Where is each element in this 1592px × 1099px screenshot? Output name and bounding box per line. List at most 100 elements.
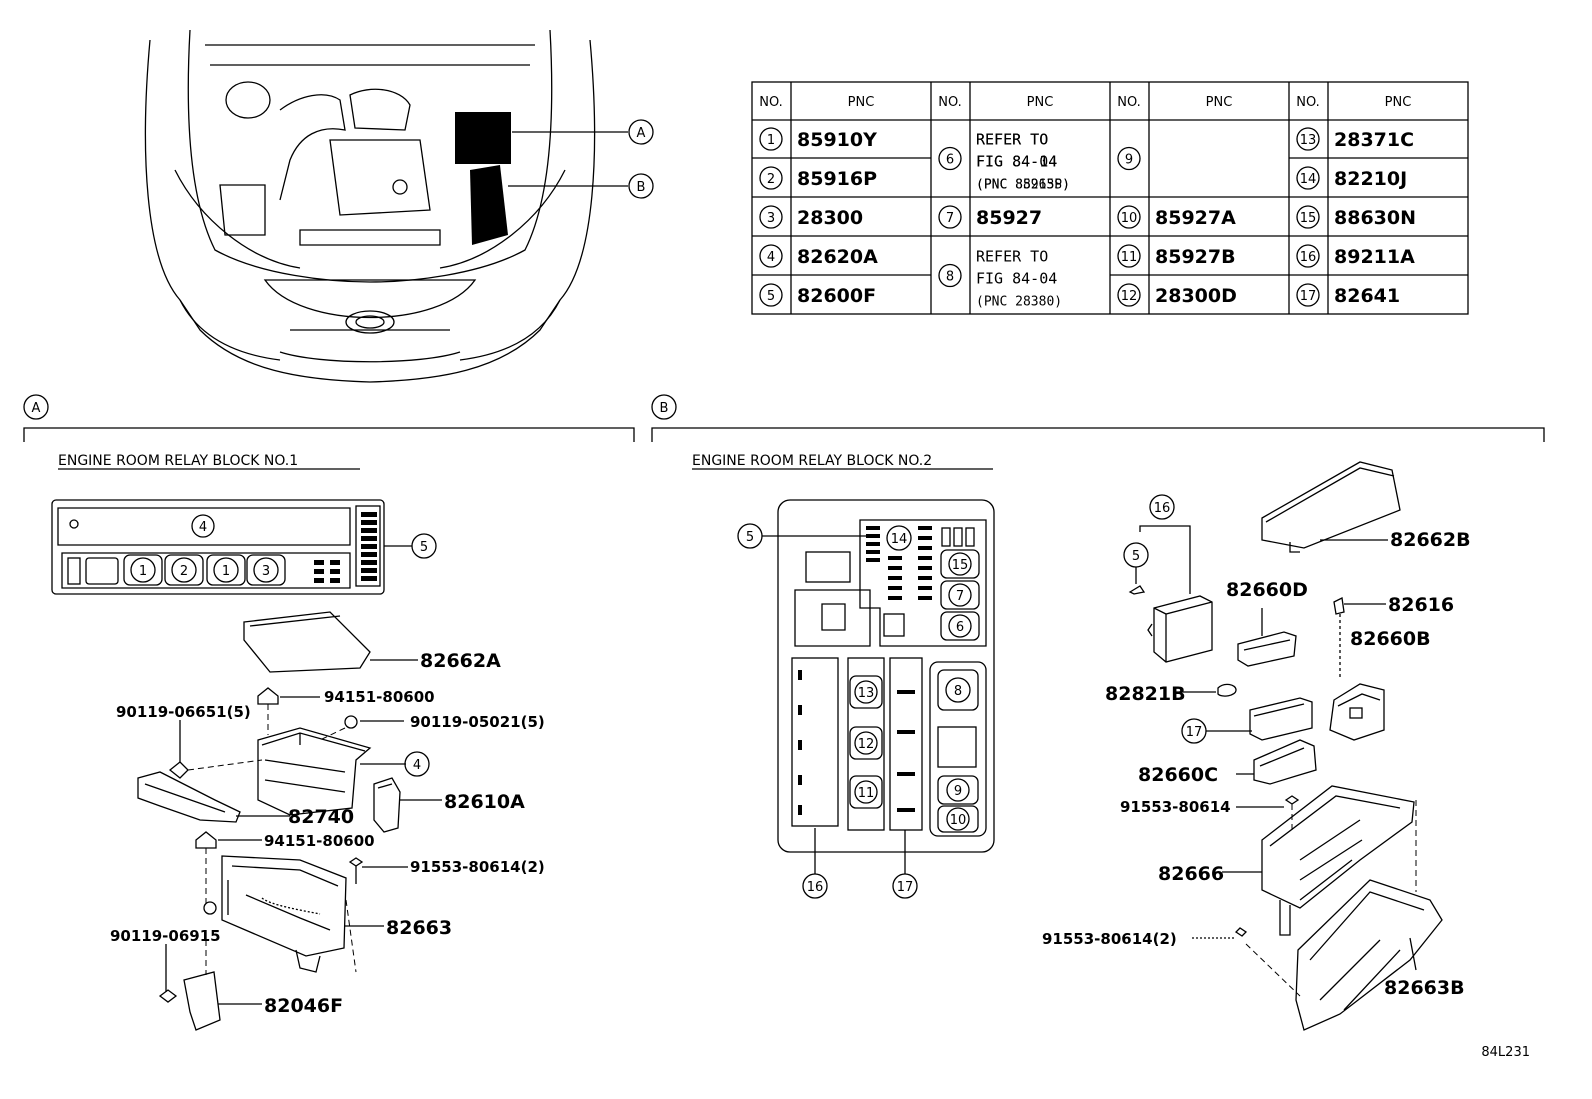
label-82663b: 82663B bbox=[1384, 977, 1465, 999]
section-b-marker: B bbox=[660, 401, 669, 416]
callout-9: 9 bbox=[954, 784, 962, 799]
label-82660d: 82660D bbox=[1226, 579, 1308, 601]
callout-5-c: 5 bbox=[1132, 549, 1140, 564]
table-row: 3 28300 bbox=[759, 205, 863, 229]
row-no: 2 bbox=[767, 172, 775, 187]
header-no: NO. bbox=[1117, 95, 1141, 110]
row-no: 15 bbox=[1300, 211, 1317, 226]
label-82610a: 82610A bbox=[444, 791, 525, 813]
row-pnc-line: (PNC 85915S) bbox=[976, 178, 1070, 193]
row-no: 4 bbox=[767, 250, 775, 265]
row-pnc: 85927A bbox=[1155, 207, 1236, 229]
label-82660b: 82660B bbox=[1350, 628, 1431, 650]
table-row: 10 85927A bbox=[1117, 205, 1236, 229]
callout-a-text: A bbox=[637, 126, 646, 141]
label-91553-80614-b: 91553-80614 bbox=[1120, 798, 1231, 816]
row-no: 11 bbox=[1121, 250, 1138, 265]
car-overview: A B bbox=[144, 29, 654, 383]
row-pnc: 88630N bbox=[1334, 207, 1416, 229]
header-pnc: PNC bbox=[1027, 95, 1054, 110]
header-no: NO. bbox=[1296, 95, 1320, 110]
callout-1-a: 1 bbox=[139, 564, 147, 579]
label-91553-80614-2: 91553-80614(2) bbox=[410, 858, 545, 876]
table-row: 13 28371C bbox=[1296, 127, 1414, 151]
label-82663: 82663 bbox=[386, 917, 452, 939]
callout-7: 7 bbox=[956, 589, 964, 604]
row-pnc-line: (PNC 28380) bbox=[976, 295, 1062, 310]
section-a: A ENGINE ROOM RELAY BLOCK NO.1 bbox=[23, 394, 635, 1031]
row-no: 16 bbox=[1300, 250, 1317, 265]
callout-15: 15 bbox=[952, 558, 969, 573]
table-row: 15 88630N bbox=[1296, 205, 1416, 229]
relay-block-b-location bbox=[470, 165, 508, 245]
callout-4-top: 4 bbox=[199, 520, 207, 535]
section-a-marker: A bbox=[32, 401, 41, 416]
table-row: 17 82641 bbox=[1296, 283, 1400, 307]
row-pnc: 82641 bbox=[1334, 285, 1400, 307]
label-94151-80600-mid: 94151-80600 bbox=[264, 832, 375, 850]
row-pnc: 82620A bbox=[797, 246, 878, 268]
header-no: NO. bbox=[759, 95, 783, 110]
callout-4-side: 4 bbox=[413, 758, 421, 773]
label-90119-06915: 90119-06915 bbox=[110, 927, 221, 945]
callout-11: 11 bbox=[858, 786, 875, 801]
callout-2-a: 2 bbox=[180, 564, 188, 579]
row-pnc: 85927B bbox=[1155, 246, 1236, 268]
label-82821b: 82821B bbox=[1105, 683, 1186, 705]
section-b: B ENGINE ROOM RELAY BLOCK NO.2 bbox=[651, 394, 1545, 1031]
label-90119-06651: 90119-06651(5) bbox=[116, 703, 251, 721]
callout-5-b: 5 bbox=[746, 530, 754, 545]
row-no: 5 bbox=[767, 289, 775, 304]
table-row: 2 85916P bbox=[759, 166, 877, 190]
relay-block-a-location bbox=[455, 112, 511, 164]
callout-10: 10 bbox=[950, 813, 967, 828]
row-pnc: 85910Y bbox=[797, 129, 877, 151]
row-no: 17 bbox=[1300, 289, 1317, 304]
row-no: 10 bbox=[1121, 211, 1138, 226]
header-pnc: PNC bbox=[848, 95, 875, 110]
row-pnc-line: REFER TO bbox=[976, 131, 1048, 149]
callout-8: 8 bbox=[954, 684, 962, 699]
row-pnc-line: REFER TO bbox=[976, 248, 1048, 266]
row-pnc: 82600F bbox=[797, 285, 876, 307]
label-82662b: 82662B bbox=[1390, 529, 1471, 551]
table-row: 5 82600F bbox=[759, 283, 876, 307]
header-no: NO. bbox=[938, 95, 962, 110]
row-pnc-line: (PNC 88263P) bbox=[976, 178, 1070, 193]
row-pnc-line: FIG 84-04 bbox=[976, 270, 1057, 288]
callout-1-b: 1 bbox=[222, 564, 230, 579]
row-pnc-line: FIG 84-04 bbox=[976, 153, 1057, 171]
row-pnc: 28300D bbox=[1155, 285, 1237, 307]
row-no: 3 bbox=[767, 211, 775, 226]
part-labels: 5 4 1 2 1 3 4 82662A 94151-80600 90119-0… bbox=[110, 501, 1530, 1060]
section-a-title: ENGINE ROOM RELAY BLOCK NO.1 bbox=[58, 453, 298, 469]
row-no: 12 bbox=[1121, 289, 1138, 304]
row-pnc: 85916P bbox=[797, 168, 877, 190]
label-82662a: 82662A bbox=[420, 650, 501, 672]
callout-14: 14 bbox=[891, 532, 908, 547]
header-pnc: PNC bbox=[1385, 95, 1412, 110]
table-row: 12 28300D bbox=[1117, 283, 1237, 307]
row-pnc-line: REFER TO bbox=[976, 131, 1048, 149]
table-row: 11 85927B bbox=[1117, 244, 1236, 268]
row-no: 14 bbox=[1300, 172, 1317, 187]
row-no: 1 bbox=[767, 133, 775, 148]
callout-12: 12 bbox=[858, 737, 875, 752]
row-pnc: 28300 bbox=[797, 207, 863, 229]
row-pnc: 28371C bbox=[1334, 129, 1414, 151]
callout-16-a: 16 bbox=[807, 880, 824, 895]
callout-17-a: 17 bbox=[897, 880, 914, 895]
row-no: 13 bbox=[1300, 133, 1317, 148]
header-pnc: PNC bbox=[1206, 95, 1233, 110]
callout-5-a: 5 bbox=[420, 540, 428, 555]
label-82666: 82666 bbox=[1158, 863, 1224, 885]
row-pnc: 85927 bbox=[976, 207, 1042, 229]
